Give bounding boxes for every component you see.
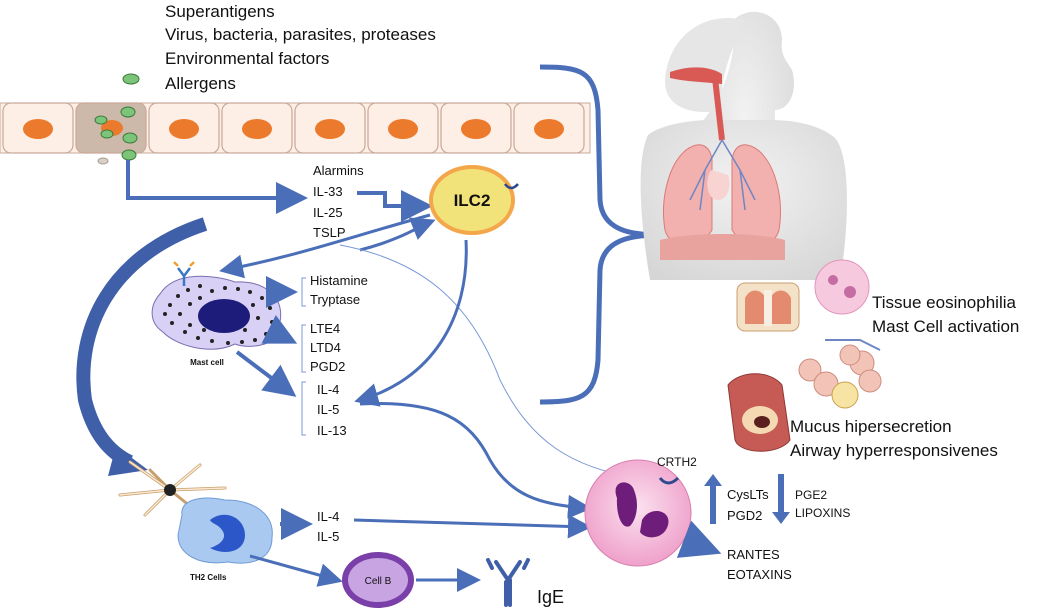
dendritic-cell [118, 460, 227, 517]
effects-group-2: Mucus hipersecretion Airway hyperrespons… [790, 417, 998, 460]
arrow-ilc2-to-interleukins [354, 239, 468, 407]
mediator-brackets [301, 277, 306, 436]
interleukin-il13: IL-13 [317, 423, 347, 438]
diaphragm [660, 234, 785, 260]
eosinophil-body [584, 459, 692, 567]
b-cell-label: Cell B [365, 576, 392, 587]
interleukin-il5: IL-5 [317, 402, 339, 417]
arrow-dendritic-to-th2 [76, 217, 208, 469]
alarmins-list: Alarmins IL-33 IL-25 TSLP [313, 163, 364, 240]
mast-cell-nucleus [198, 299, 250, 333]
ige-label: IgE [537, 587, 564, 607]
th2-cell: TH2 Cells [177, 497, 273, 582]
mediator-pgd2: PGD2 [310, 359, 345, 374]
arrow-to-ilc2 [359, 217, 436, 252]
nasal-polyp-illustration [736, 282, 800, 332]
trigger-list: Superantigens Virus, bacteria, parasites… [165, 2, 436, 93]
epithelium [0, 73, 591, 165]
eos-mediators-up: CysLTs PGD2 [727, 487, 769, 523]
b-cell: Cell B [342, 552, 414, 608]
arrow-mast-to-leukotrienes [261, 314, 298, 344]
alarmins-title: Alarmins [313, 163, 364, 178]
mast-cell-label: Mast cell [190, 358, 224, 367]
alarmin-tslp: TSLP [313, 225, 346, 240]
alveoli-illustration [798, 339, 882, 409]
ilc2-inner [433, 169, 511, 231]
ige-antibody-icon [486, 558, 530, 607]
mast-mediators-1: Histamine Tryptase [310, 273, 368, 307]
mediator-tryptase: Tryptase [310, 292, 360, 307]
th2-nucleus [210, 514, 245, 552]
allergen-particles [94, 73, 140, 165]
ilc2-cell: ILC2 [429, 165, 519, 235]
ilc2-label: ILC2 [454, 191, 491, 210]
heart [707, 170, 730, 200]
trachea [712, 77, 725, 141]
arrow-epithelium-to-alarmins [126, 160, 308, 214]
trigger-superantigens: Superantigens [165, 2, 275, 21]
th2-cytokines: IL-4 IL-5 [317, 509, 339, 544]
alarmin-il33: IL-33 [313, 184, 343, 199]
crth2-label: CRTH2 [657, 455, 697, 469]
arrow-il5-to-eosinophil [359, 402, 592, 519]
b-cell-inner [348, 558, 408, 602]
effect-airway-hyperresponsiveness: Airway hyperresponsivenes [790, 441, 998, 460]
mediator-lte4: LTE4 [310, 321, 340, 336]
mediator-lipoxins: LIPOXINS [795, 506, 850, 520]
mediator-pge2: PGE2 [795, 488, 827, 502]
chemokines: RANTES EOTAXINS [727, 547, 792, 582]
mediator-histamine: Histamine [310, 273, 368, 288]
effect-tissue-eosinophilia: Tissue eosinophilia [872, 293, 1016, 312]
crth2-receptor [658, 476, 680, 485]
ilc2-receptor [504, 183, 519, 190]
airway-cross-section-illustration [727, 373, 791, 452]
mediator-ltd4: LTD4 [310, 340, 341, 355]
effect-mucus-hypersecretion: Mucus hipersecretion [790, 417, 952, 436]
arrow-alarmins-to-ilc2 [357, 190, 433, 222]
trigger-allergens: Allergens [165, 74, 236, 93]
chemokine-rantes: RANTES [727, 547, 780, 562]
mediator-cyslts: CysLTs [727, 487, 769, 502]
arrow-ilc2-to-mastcell [219, 213, 431, 279]
th2-cytokine-il4: IL-4 [317, 509, 339, 524]
mast-cell: Mast cell [151, 261, 282, 367]
bronchi [689, 139, 756, 211]
eosinophil-nucleus-lobe-2 [640, 510, 669, 538]
eosinophil-tissue-icon [814, 259, 870, 315]
arrow-up-cyslts [704, 474, 722, 524]
eos-mediators-down: PGE2 LIPOXINS [795, 488, 850, 520]
eosinophil-nucleus-lobe-1 [615, 482, 637, 527]
arrow-down-pge2 [772, 474, 790, 524]
chemokine-eotaxins: EOTAXINS [727, 567, 792, 582]
eosinophil [584, 459, 692, 567]
head-profile [664, 18, 745, 112]
interleukins-list: IL-4 IL-5 IL-13 [317, 382, 347, 438]
human-torso [640, 11, 847, 280]
effects-group-1: Tissue eosinophilia Mast Cell activation [872, 293, 1019, 336]
th2-label: TH2 Cells [190, 573, 227, 582]
trigger-environmental: Environmental factors [165, 49, 329, 68]
trigger-pathogens: Virus, bacteria, parasites, proteases [165, 25, 436, 44]
ige-receptor-icon [173, 261, 195, 286]
dendritic-nucleus [164, 484, 176, 496]
nasal-cavity [670, 67, 722, 84]
mediator-pgd2-eos: PGD2 [727, 508, 762, 523]
th2-cytokine-il5: IL-5 [317, 529, 339, 544]
alarmin-il25: IL-25 [313, 205, 343, 220]
arrow-th2-to-cellb [249, 554, 343, 587]
arrow-cytokines-to-eosinophil [353, 514, 592, 539]
arrow-eos-to-chemokines [676, 520, 722, 558]
mast-mediators-2: LTE4 LTD4 PGD2 [310, 321, 345, 374]
effect-mast-cell-activation: Mast Cell activation [872, 317, 1019, 336]
interleukin-il4: IL-4 [317, 382, 339, 397]
thin-connector-to-eosinophil [339, 244, 651, 481]
arrow-mast-to-interleukins [235, 350, 297, 397]
